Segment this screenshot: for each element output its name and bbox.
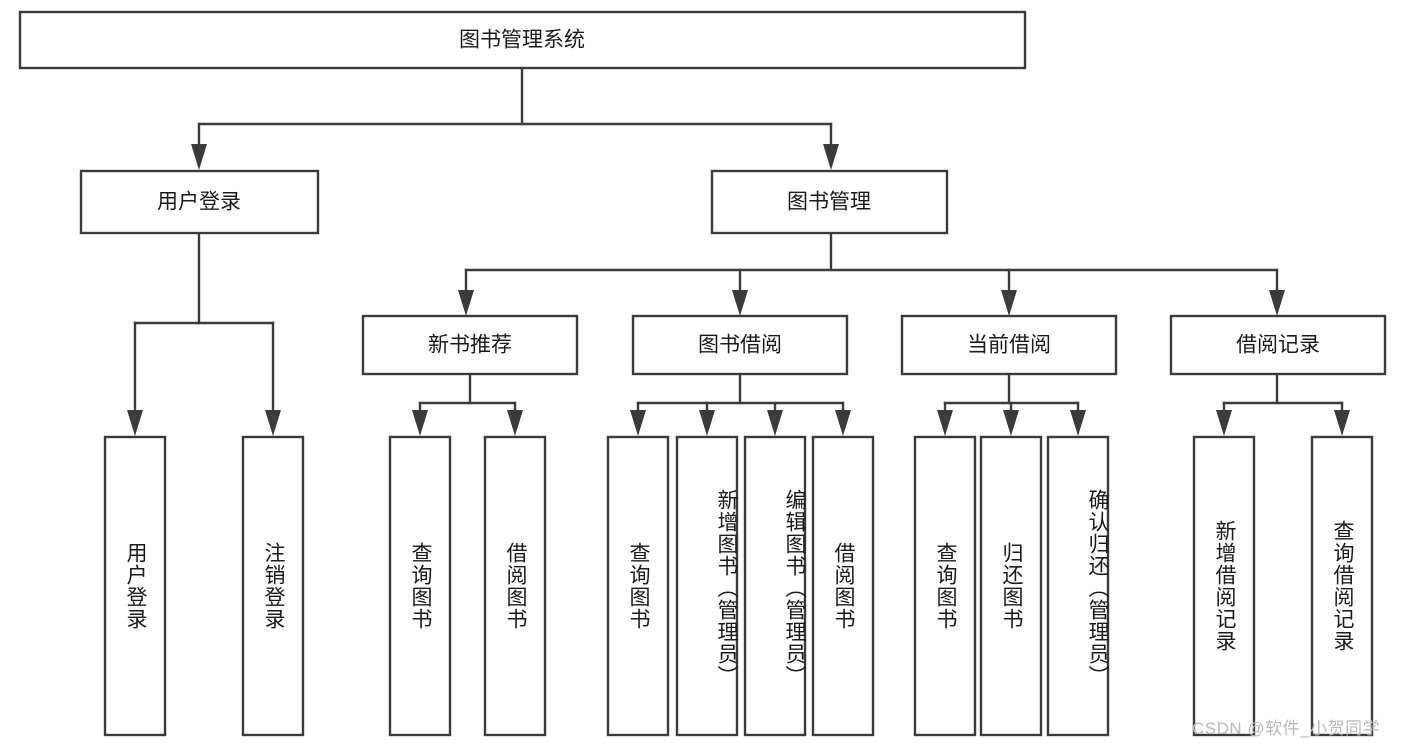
arrow-head-leaf-edit-book (767, 410, 783, 436)
node-user-login-label: 用户登录 (157, 191, 241, 214)
node-leaf-edit-book[interactable] (743, 435, 807, 737)
node-leaf-query-book-1[interactable] (388, 435, 452, 737)
node-root[interactable] (18, 10, 1027, 70)
arrow-head-book-manage (823, 144, 839, 170)
watermark-text: CSDN @软件_小贺同学 (1192, 719, 1381, 738)
node-current-borrow[interactable] (900, 314, 1118, 376)
arrow-head-book-borrow (732, 290, 748, 316)
node-book-borrow-label: 图书借阅 (698, 334, 782, 357)
node-leaf-add-record[interactable] (1192, 435, 1256, 737)
connector-root-to-level2 (191, 66, 839, 170)
node-leaf-query-book-3[interactable] (913, 435, 977, 737)
arrow-head-leaf-borrow-book-2 (835, 410, 851, 436)
node-leaf-borrow-book-1[interactable] (483, 435, 547, 737)
node-current-borrow-label: 当前借阅 (967, 334, 1051, 357)
node-leaf-borrow-book-2[interactable] (811, 435, 875, 737)
arrow-head-leaf-return-book (1003, 410, 1019, 436)
node-book-manage-label: 图书管理 (787, 191, 871, 214)
node-book-borrow[interactable] (631, 314, 849, 376)
node-borrow-record-label: 借阅记录 (1236, 334, 1320, 357)
node-leaf-add-book[interactable] (675, 435, 739, 737)
node-leaf-query-record[interactable] (1310, 435, 1374, 737)
arrow-head-new-book-recommend (458, 290, 474, 316)
arrow-head-leaf-borrow-book-1 (507, 410, 523, 436)
node-new-book-recommend[interactable] (361, 314, 579, 376)
arrow-head-borrow-record (1269, 290, 1285, 316)
connector-user-login-to-leaves (127, 231, 281, 436)
arrow-head-leaf-query-record (1334, 410, 1350, 436)
node-leaf-confirm-return[interactable] (1046, 435, 1110, 737)
node-user-login[interactable] (79, 169, 320, 235)
arrow-head-leaf-confirm-return (1070, 410, 1086, 436)
connector-borrow-record-to-leaves (1216, 372, 1350, 436)
arrow-head-leaf-query-book-1 (412, 410, 428, 436)
node-new-book-recommend-label: 新书推荐 (428, 334, 512, 357)
node-borrow-record[interactable] (1169, 314, 1387, 376)
node-book-manage[interactable] (710, 169, 949, 235)
arrow-head-leaf-query-book-2 (630, 410, 646, 436)
connector-new-book-recommend-to-leaves (412, 372, 523, 436)
arrow-head-leaf-user-logout (265, 410, 281, 436)
arrow-head-current-borrow (1001, 290, 1017, 316)
arrow-head-leaf-query-book-3 (937, 410, 953, 436)
node-root-label: 图书管理系统 (459, 29, 585, 52)
connector-current-borrow-to-leaves (937, 372, 1086, 436)
node-leaf-user-login[interactable] (103, 435, 167, 737)
connector-book-manage-to-level3 (458, 231, 1285, 316)
arrow-head-leaf-add-record (1216, 410, 1232, 436)
arrow-head-leaf-add-book (699, 410, 715, 436)
arrow-head-user-login (191, 144, 207, 170)
node-leaf-query-book-2[interactable] (606, 435, 670, 737)
node-leaf-return-book[interactable] (979, 435, 1043, 737)
node-leaf-user-logout[interactable] (241, 435, 305, 737)
connector-book-borrow-to-leaves (630, 372, 851, 436)
arrow-head-leaf-user-login (127, 410, 143, 436)
